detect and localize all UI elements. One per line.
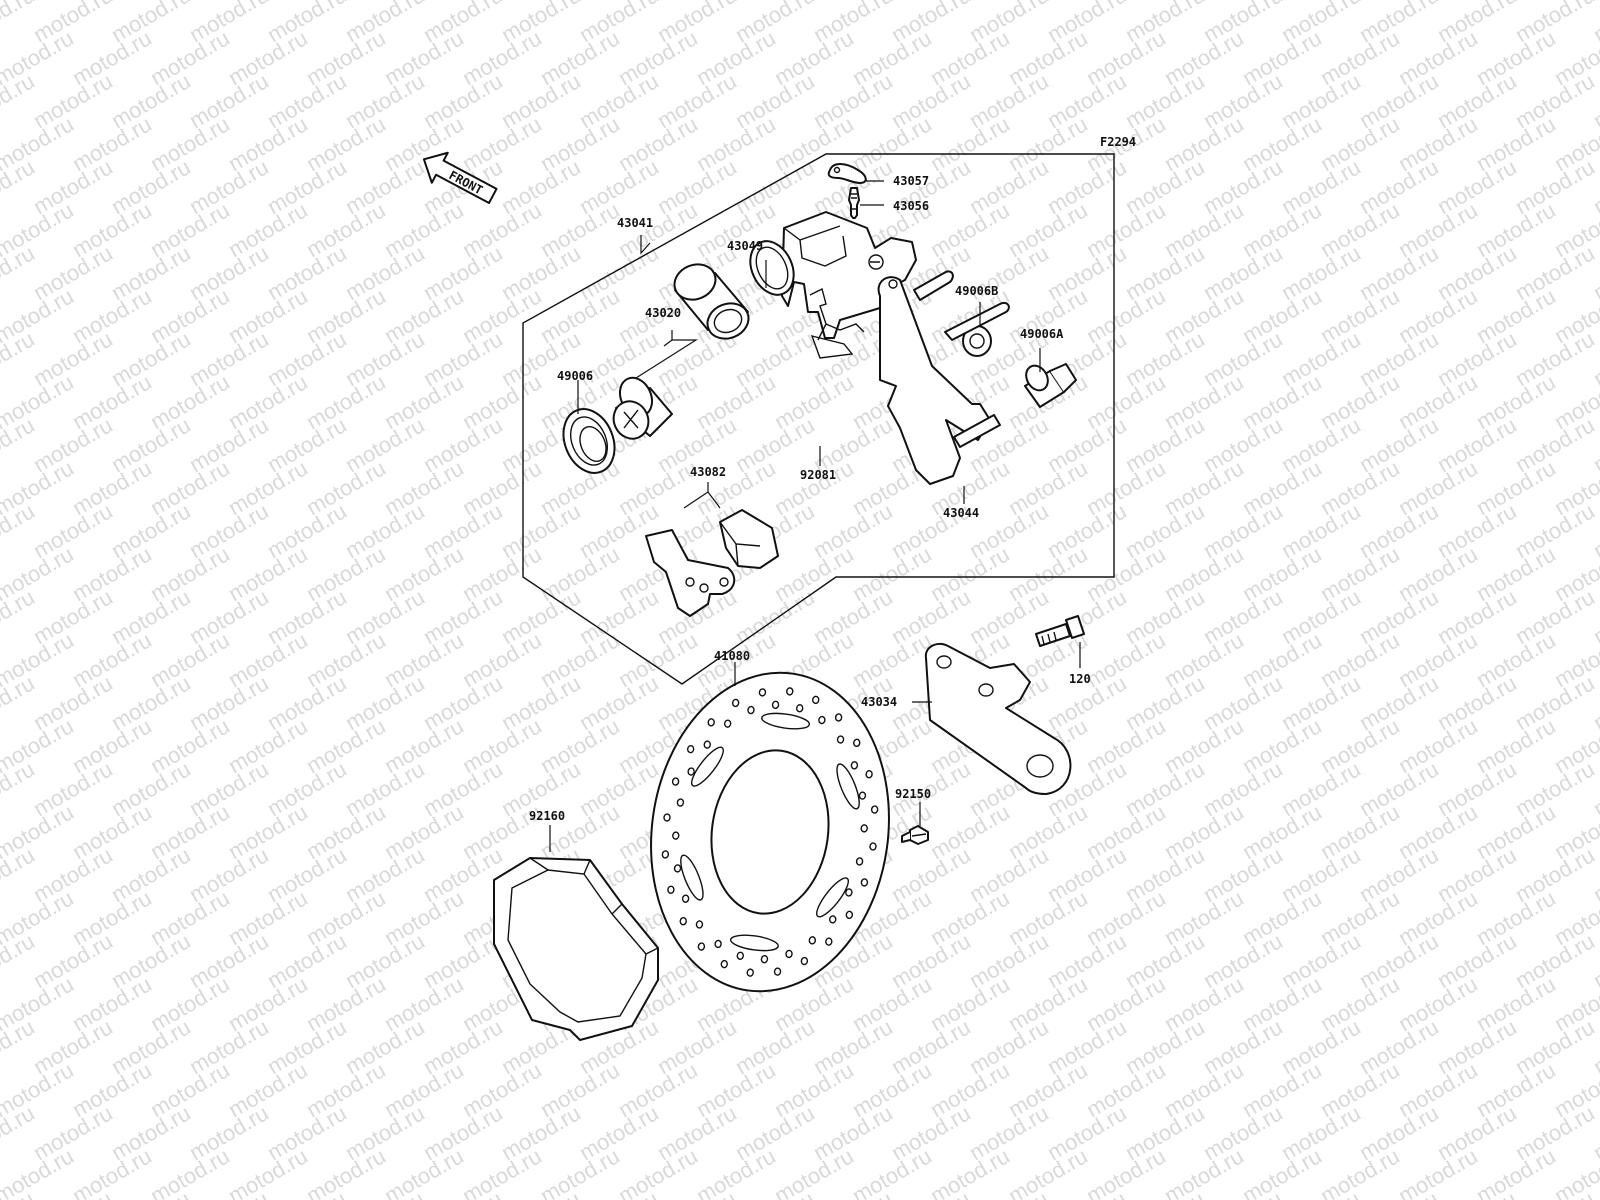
part-label-43034: 43034 [861,695,897,709]
part-label-41080: 41080 [714,649,750,663]
piston-dust-seal-drawing [562,408,616,474]
mount-bolt-drawing [1035,615,1085,647]
part-label-43057: 43057 [893,174,929,188]
part-label-92150: 92150 [895,787,931,801]
small-screw-drawing [901,825,929,845]
part-label-49006A: 49006A [1020,327,1064,341]
part-label-43020: 43020 [645,306,681,320]
brake-disc-drawing [650,671,890,993]
caliper-body-drawing [781,211,917,339]
disc-cover-drawing [493,857,659,1041]
part-labels: 43057 43056 43041 43049 49006B 43020 490… [529,174,1091,823]
piston-seal-drawing [749,240,795,296]
caliper-assembly-outline [522,153,1115,685]
diagram-code: F2294 [1100,135,1136,149]
leader-lines [549,180,1081,852]
part-label-43082: 43082 [690,465,726,479]
brake-pads-drawing [645,509,779,617]
part-label-43044: 43044 [943,506,979,520]
piston-drawing [673,263,750,340]
pad-spring-drawing [809,287,865,359]
part-label-49006: 49006 [557,369,593,383]
part-label-49006B: 49006B [955,284,998,298]
piston-insert-drawing [612,376,673,440]
part-label-43049: 43049 [727,239,763,253]
part-label-120: 120 [1069,672,1091,686]
part-label-92160: 92160 [529,809,565,823]
svg-text:motod.ru: motod.ru [1550,1143,1600,1200]
svg-text:motod.ru: motod.ru [1589,0,1600,47]
caliper-bracket-drawing [877,270,1010,485]
caliper-mount-bracket-drawing [924,642,1072,795]
bleed-valve-cap-drawing [827,163,867,184]
pin-boot-drawing [1024,363,1077,408]
part-label-43041: 43041 [617,216,653,230]
bleed-valve-drawing [848,187,860,219]
part-label-43056: 43056 [893,199,929,213]
part-label-92081: 92081 [800,468,836,482]
